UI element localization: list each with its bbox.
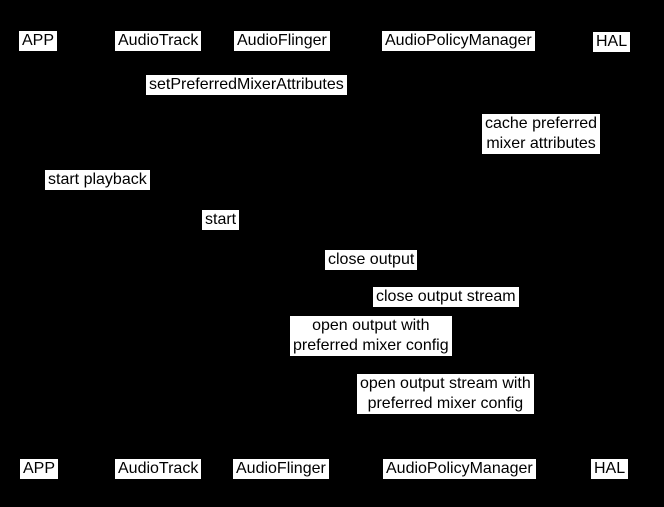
participant-top-hal: HAL [593,32,631,52]
participant-top-app: APP [19,31,58,51]
message-start-playback: start playback [45,170,150,190]
participant-top-audiotrack: AudioTrack [115,31,202,51]
message-open-output-stream-with-preferred-mixer-config: open output stream with preferred mixer … [357,374,534,414]
message-close-output: close output [325,250,418,270]
participant-top-audioflinger: AudioFlinger [234,31,330,51]
participant-top-audiopolicymanager: AudioPolicyManager [382,31,535,51]
participant-bottom-app: APP [20,459,59,479]
participant-bottom-audioflinger: AudioFlinger [233,459,329,479]
participant-bottom-audiotrack: AudioTrack [115,459,202,479]
message-close-output-stream: close output stream [373,287,519,307]
message-set-preferred-mixer-attributes: setPreferredMixerAttributes [146,75,347,95]
participant-bottom-audiopolicymanager: AudioPolicyManager [383,459,536,479]
message-start: start [202,210,240,230]
message-open-output-with-preferred-mixer-config: open output with preferred mixer config [290,316,452,356]
participant-bottom-hal: HAL [591,459,629,479]
message-cache-preferred-mixer-attributes: cache preferred mixer attributes [482,114,601,154]
